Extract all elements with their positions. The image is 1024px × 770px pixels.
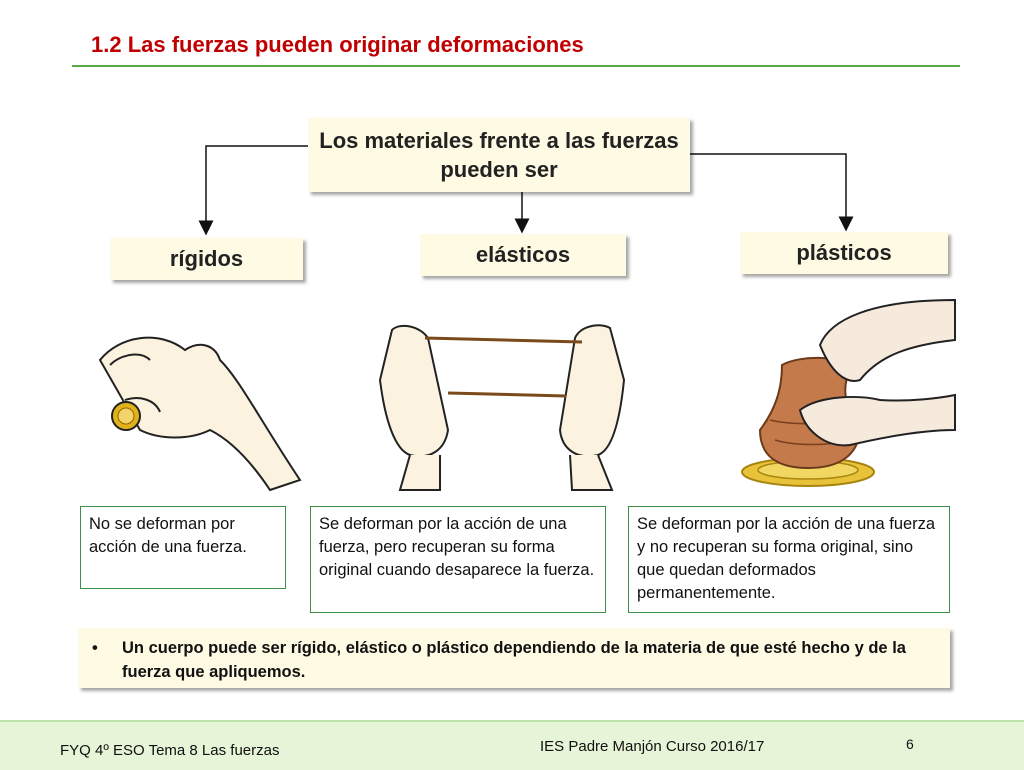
description-rigidos: No se deforman por acción de una fuerza. [80, 506, 286, 589]
bullet-marker: • [92, 639, 98, 657]
connector-plasticos [690, 153, 854, 232]
slide-title: 1.2 Las fuerzas pueden originar deformac… [91, 32, 584, 57]
category-elasticos: elásticos [420, 234, 626, 276]
main-concept-box: Los materiales frente a las fuerzas pued… [308, 118, 690, 192]
description-plasticos: Se deforman por la acción de una fuerza … [628, 506, 950, 613]
connector-rigidos [198, 145, 308, 236]
summary-text: Un cuerpo puede ser rígido, elástico o p… [122, 639, 906, 681]
category-plasticos: plásticos [740, 232, 948, 274]
hand-coin-illustration [98, 336, 302, 492]
category-rigidos: rígidos [110, 238, 303, 280]
footer-course: FYQ 4º ESO Tema 8 Las fuerzas [60, 742, 280, 759]
description-elasticos: Se deforman por la acción de una fuerza,… [310, 506, 606, 613]
pottery-illustration [741, 298, 956, 487]
summary-note: • Un cuerpo puede ser rígido, elástico o… [78, 628, 950, 688]
footer-bar: FYQ 4º ESO Tema 8 Las fuerzas IES Padre … [0, 720, 1024, 770]
hands-band-illustration [378, 324, 626, 491]
title-divider [72, 65, 960, 67]
page-number: 6 [906, 736, 914, 752]
footer-school: IES Padre Manjón Curso 2016/17 [540, 738, 765, 755]
